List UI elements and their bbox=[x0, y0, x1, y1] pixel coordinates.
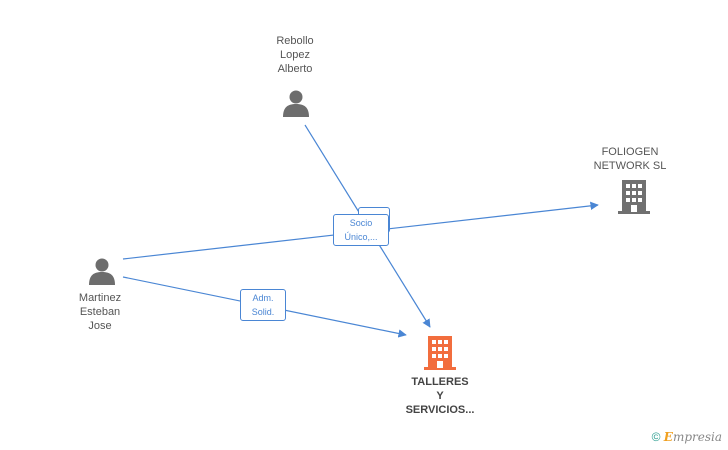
brand-logo-rest: mpresia bbox=[672, 430, 722, 444]
copyright-symbol: © bbox=[651, 430, 661, 444]
brand-logo-initial: E bbox=[663, 430, 673, 444]
edge-label-line: Solid. bbox=[251, 307, 275, 317]
main-company-building-icon[interactable] bbox=[424, 335, 456, 371]
edge-label-line: Único,... bbox=[344, 232, 378, 242]
node-label-line: Lopez bbox=[280, 49, 310, 61]
person-icon[interactable] bbox=[87, 256, 117, 286]
node-label-line: Y bbox=[436, 390, 444, 402]
node-label-talleres[interactable]: TALLERES Y SERVICIOS... bbox=[390, 375, 490, 417]
copyright-footer: © Empresia bbox=[652, 430, 722, 444]
node-label-line: FOLIOGEN bbox=[601, 146, 659, 158]
node-label-line: Martinez bbox=[78, 292, 122, 304]
edge-label-line: Adm. bbox=[252, 293, 274, 303]
person-icon[interactable] bbox=[281, 88, 311, 118]
brand-logo: Empresia bbox=[664, 430, 722, 444]
node-label-foliogen[interactable]: FOLIOGEN NETWORK SL bbox=[585, 145, 675, 173]
edge-label-adm[interactable]: Adm. Solid. bbox=[240, 289, 286, 321]
node-label-line: Alberto bbox=[277, 63, 313, 75]
node-label-line: Esteban bbox=[79, 306, 121, 318]
edge-label-socio[interactable]: Socio Único,... bbox=[333, 214, 389, 246]
building-icon[interactable] bbox=[618, 179, 650, 215]
node-label-line: Rebollo bbox=[276, 35, 314, 47]
node-label-line: SERVICIOS... bbox=[405, 404, 475, 416]
edge-label-line: Socio bbox=[349, 218, 373, 228]
node-label-martinez[interactable]: Martinez Esteban Jose bbox=[60, 291, 140, 333]
node-label-line: TALLERES bbox=[411, 376, 469, 388]
node-label-line: Jose bbox=[88, 320, 112, 332]
node-label-line: NETWORK SL bbox=[593, 160, 667, 172]
node-label-rebollo[interactable]: Rebollo Lopez Alberto bbox=[255, 34, 335, 76]
